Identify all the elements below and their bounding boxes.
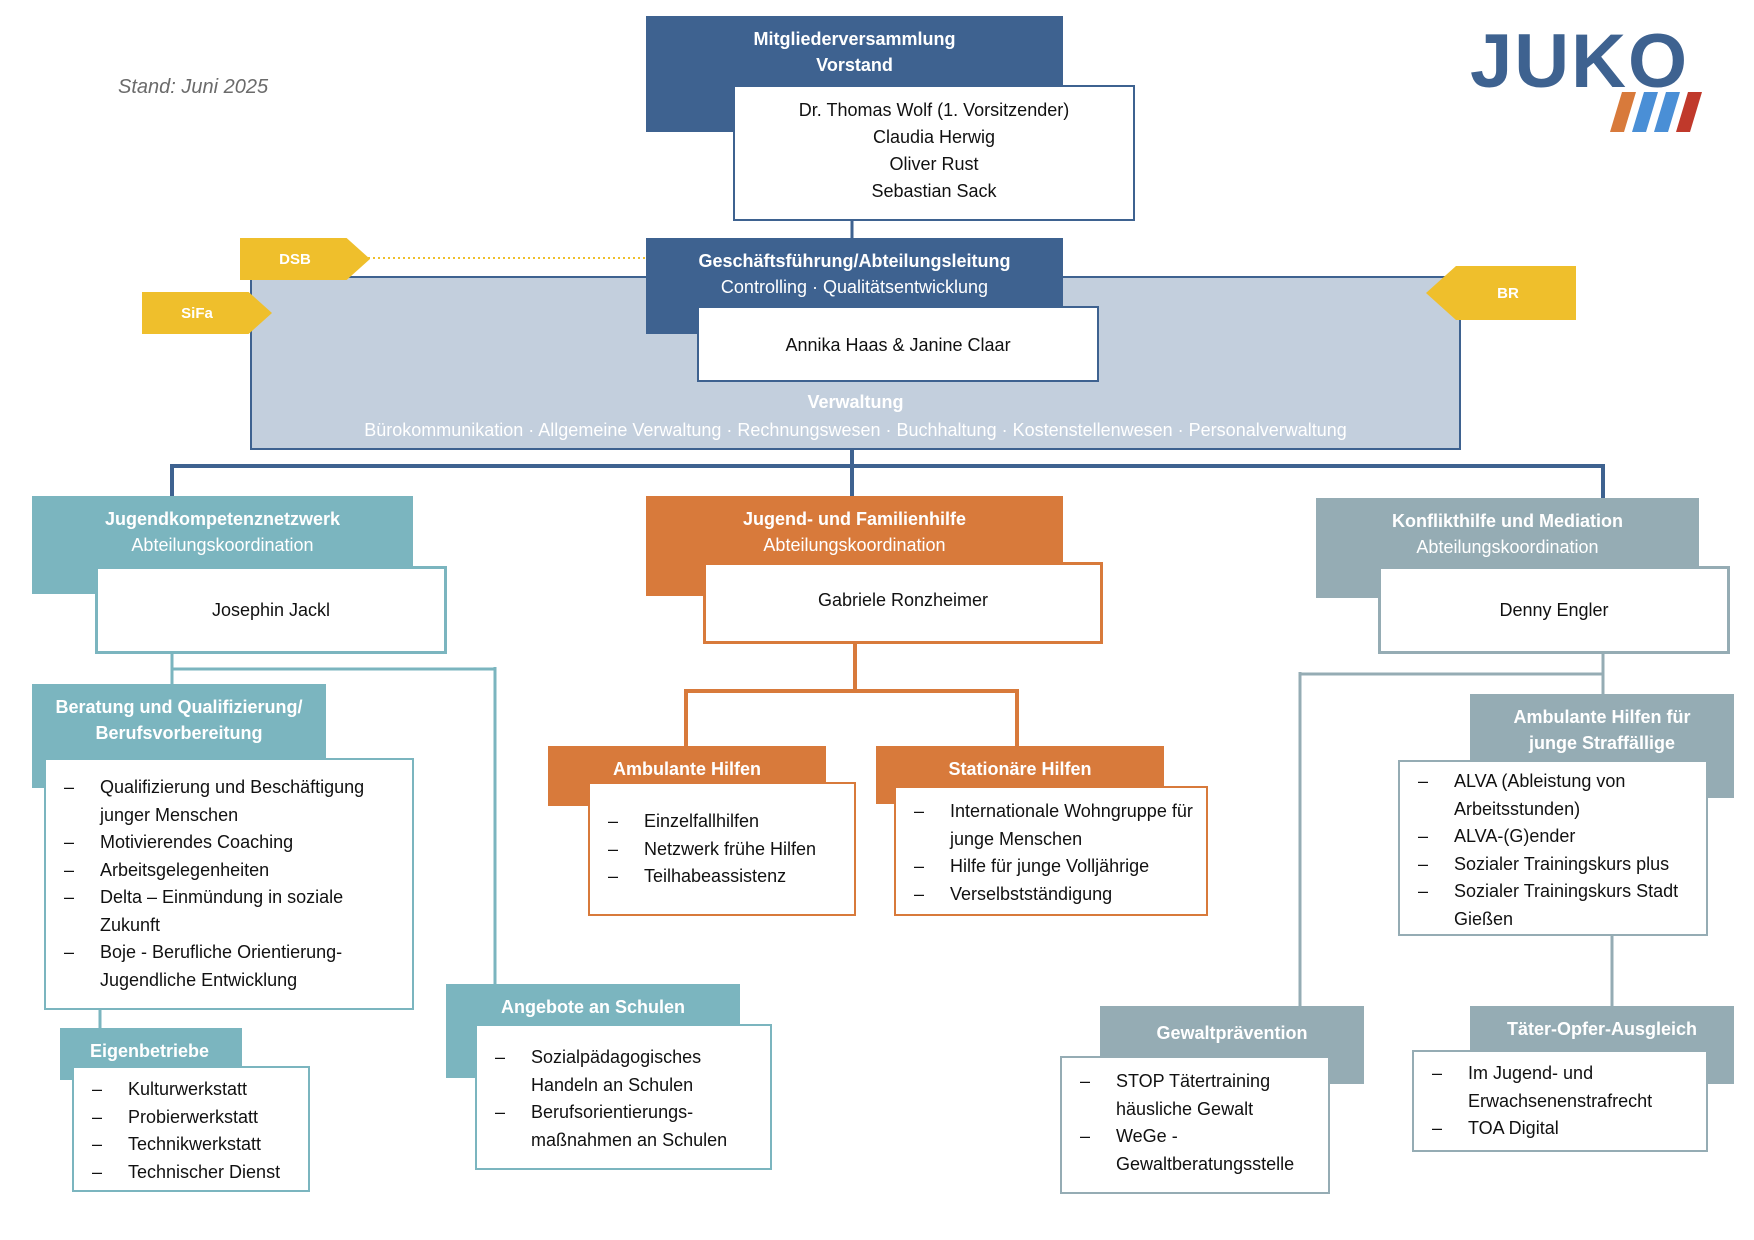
- jfh-subtitle: Abteilungskoordination: [763, 535, 946, 555]
- jfh-ambulant-title: Ambulante Hilfen: [612, 759, 761, 779]
- jfh-stationaer-title: Stationäre Hilfen: [948, 759, 1092, 779]
- km-ambulant-title-2: junge Straffällige: [1528, 733, 1676, 753]
- list-item: ALVA-(G)ender: [1400, 823, 1698, 851]
- eigen-list: Kulturwerkstatt Probierwerkstatt Technik…: [74, 1076, 308, 1186]
- list-item: STOP Tätertraining häusliche Gewalt: [1062, 1068, 1322, 1123]
- list-item: Berufsorientierungs- maßnahmen an Schule…: [477, 1099, 762, 1154]
- toa-list: Im Jugend- und Erwachsenenstrafrecht TOA…: [1414, 1060, 1706, 1143]
- stand-date: Stand: Juni 2025: [118, 76, 269, 98]
- list-item: Probierwerkstatt: [74, 1104, 308, 1132]
- list-item: Boje - Berufliche Orientierung- Jugendli…: [46, 939, 402, 994]
- list-item: Internationale Wohngruppe für junge Mens…: [896, 798, 1200, 853]
- jkn-name: Josephin Jackl: [211, 600, 331, 620]
- eigen-list-box: Kulturwerkstatt Probierwerkstatt Technik…: [72, 1066, 310, 1192]
- list-item: WeGe - Gewaltberatungsstelle: [1062, 1123, 1322, 1178]
- list-item: Technischer Dienst: [74, 1159, 308, 1187]
- km-ambulant-title-1: Ambulante Hilfen für: [1513, 707, 1691, 727]
- list-item: Teilhabeassistenz: [590, 863, 854, 891]
- km-name-box: Denny Engler: [1378, 566, 1730, 654]
- jfh-stationaer-list-box: Internationale Wohngruppe für junge Mens…: [894, 786, 1208, 916]
- list-item: Einzelfallhilfen: [590, 808, 854, 836]
- list-item: ALVA (Ableistung von Arbeitsstunden): [1400, 768, 1698, 823]
- toa-title: Täter-Opfer-Ausgleich: [1506, 1019, 1698, 1039]
- jkn-subtitle: Abteilungskoordination: [131, 535, 314, 555]
- verwaltung-items: Bürokommunikation · Allgemeine Verwaltun…: [364, 420, 1347, 440]
- jfh-name-box: Gabriele Ronzheimer: [703, 562, 1103, 644]
- jkn-title: Jugendkompetenznetzwerk: [104, 509, 341, 529]
- member: Oliver Rust: [889, 154, 979, 174]
- beratung-list: Qualifizierung und Beschäftigung junger …: [46, 774, 412, 994]
- gf-subtitle: Controlling · Qualitätsentwicklung: [720, 277, 989, 297]
- br-label: BR: [1497, 284, 1519, 302]
- jfh-stationaer-list: Internationale Wohngruppe für junge Mens…: [896, 798, 1206, 908]
- jfh-ambulant-list-box: Einzelfallhilfen Netzwerk frühe Hilfen T…: [588, 782, 856, 916]
- gewalt-list: STOP Tätertraining häusliche Gewalt WeGe…: [1062, 1068, 1328, 1178]
- list-item: Kulturwerkstatt: [74, 1076, 308, 1104]
- list-item: Im Jugend- und Erwachsenenstrafrecht: [1414, 1060, 1700, 1115]
- list-item: Technikwerkstatt: [74, 1131, 308, 1159]
- list-item: TOA Digital: [1414, 1115, 1700, 1143]
- list-item: Netzwerk frühe Hilfen: [590, 836, 854, 864]
- verwaltung-title: Verwaltung: [807, 392, 904, 412]
- member: Sebastian Sack: [871, 181, 997, 201]
- jfh-name: Gabriele Ronzheimer: [817, 590, 989, 610]
- list-item: Sozialpädagogisches Handeln an Schulen: [477, 1044, 762, 1099]
- vorstand-members: Dr. Thomas Wolf (1. Vorsitzender) Claudi…: [733, 85, 1135, 221]
- jfh-ambulant-list: Einzelfallhilfen Netzwerk frühe Hilfen T…: [590, 808, 854, 891]
- sifa-tag: SiFa: [142, 292, 272, 334]
- gewalt-title: Gewaltprävention: [1156, 1023, 1308, 1043]
- mv-title: Mitgliederversammlung: [753, 29, 956, 49]
- beratung-title-2: Berufsvorbereitung: [95, 723, 263, 743]
- gf-title: Geschäftsführung/Abteilungsleitung: [698, 251, 1011, 271]
- beratung-title-1: Beratung und Qualifizierung/: [55, 697, 303, 717]
- schulen-list: Sozialpädagogisches Handeln an Schulen B…: [477, 1044, 770, 1154]
- list-item: Sozialer Trainingskurs plus: [1400, 851, 1698, 879]
- mv-subtitle: Vorstand: [816, 55, 893, 75]
- eigen-title: Eigenbetriebe: [90, 1041, 210, 1061]
- sifa-label: SiFa: [181, 304, 213, 322]
- km-title: Konflikthilfe und Mediation: [1392, 511, 1623, 531]
- km-ambulant-list-box: ALVA (Ableistung von Arbeitsstunden) ALV…: [1398, 760, 1708, 936]
- list-item: Hilfe für junge Volljährige: [896, 853, 1200, 881]
- member: Claudia Herwig: [872, 127, 996, 147]
- gf-names-box: Annika Haas & Janine Claar: [697, 306, 1099, 382]
- jfh-title: Jugend- und Familienhilfe: [742, 509, 966, 529]
- list-item: Motivierendes Coaching: [46, 829, 402, 857]
- member: Dr. Thomas Wolf (1. Vorsitzender): [798, 100, 1070, 120]
- gewalt-list-box: STOP Tätertraining häusliche Gewalt WeGe…: [1060, 1056, 1330, 1194]
- jkn-name-box: Josephin Jackl: [95, 566, 447, 654]
- br-tag: BR: [1426, 266, 1576, 320]
- km-ambulant-list: ALVA (Ableistung von Arbeitsstunden) ALV…: [1400, 768, 1706, 933]
- dsb-label: DSB: [279, 250, 311, 268]
- toa-list-box: Im Jugend- und Erwachsenenstrafrecht TOA…: [1412, 1050, 1708, 1152]
- list-item: Qualifizierung und Beschäftigung junger …: [46, 774, 402, 829]
- list-item: Arbeitsgelegenheiten: [46, 857, 402, 885]
- logo-text: JUKO: [1470, 19, 1690, 104]
- km-name: Denny Engler: [1499, 600, 1609, 620]
- juko-logo: JUKO: [1470, 22, 1710, 134]
- list-item: Sozialer Trainingskurs Stadt Gießen: [1400, 878, 1698, 933]
- schulen-title: Angebote an Schulen: [500, 997, 686, 1017]
- logo-stripes: [1610, 92, 1702, 132]
- gf-names: Annika Haas & Janine Claar: [785, 335, 1011, 355]
- dsb-tag: DSB: [240, 238, 370, 280]
- km-subtitle: Abteilungskoordination: [1416, 537, 1599, 557]
- schulen-list-box: Sozialpädagogisches Handeln an Schulen B…: [475, 1024, 772, 1170]
- beratung-list-box: Qualifizierung und Beschäftigung junger …: [44, 758, 414, 1010]
- list-item: Verselbstständigung: [896, 881, 1200, 909]
- list-item: Delta – Einmündung in soziale Zukunft: [46, 884, 402, 939]
